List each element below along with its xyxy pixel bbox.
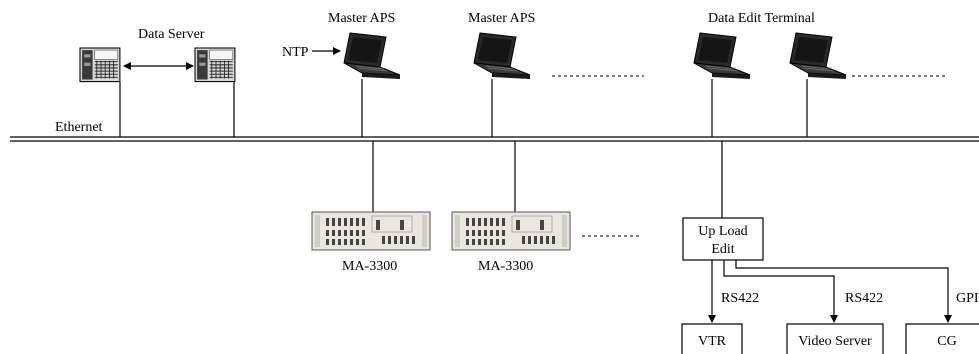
upload-label-line2: Edit — [711, 242, 734, 257]
vtr-label: VTR — [698, 334, 727, 349]
vtr-box — [681, 323, 743, 354]
laptop-icon — [343, 32, 401, 80]
cg-label: CG — [937, 334, 956, 349]
video-server-label: Video Server — [798, 334, 872, 349]
upload-label-line1: Up Load — [698, 224, 747, 239]
rs422-2-label: RS422 — [845, 291, 883, 306]
ma-2-label: MA-3300 — [478, 259, 533, 274]
rack-device-icon — [451, 211, 571, 251]
rack-device-icon — [311, 211, 431, 251]
ntp-label: NTP — [282, 45, 309, 60]
master-aps-2-label: Master APS — [468, 11, 535, 26]
laptop-icon — [693, 32, 751, 80]
laptop-icon — [473, 32, 531, 80]
data-server-label: Data Server — [138, 27, 205, 42]
gpi-label: GPI — [956, 291, 979, 306]
data-edit-terminal-label: Data Edit Terminal — [708, 11, 815, 26]
laptop-icon — [789, 32, 847, 80]
cg-arrow-icon — [735, 260, 952, 323]
ethernet-label: Ethernet — [55, 120, 103, 135]
rs422-1-label: RS422 — [721, 291, 759, 306]
upload-edit-box — [682, 217, 764, 261]
cg-box — [905, 323, 979, 354]
master-aps-1-label: Master APS — [328, 11, 395, 26]
video-server-box — [786, 323, 884, 354]
ma-1-label: MA-3300 — [342, 259, 397, 274]
server-icon — [194, 47, 236, 83]
server-icon — [79, 47, 121, 83]
video-server-arrow-icon — [723, 260, 838, 323]
